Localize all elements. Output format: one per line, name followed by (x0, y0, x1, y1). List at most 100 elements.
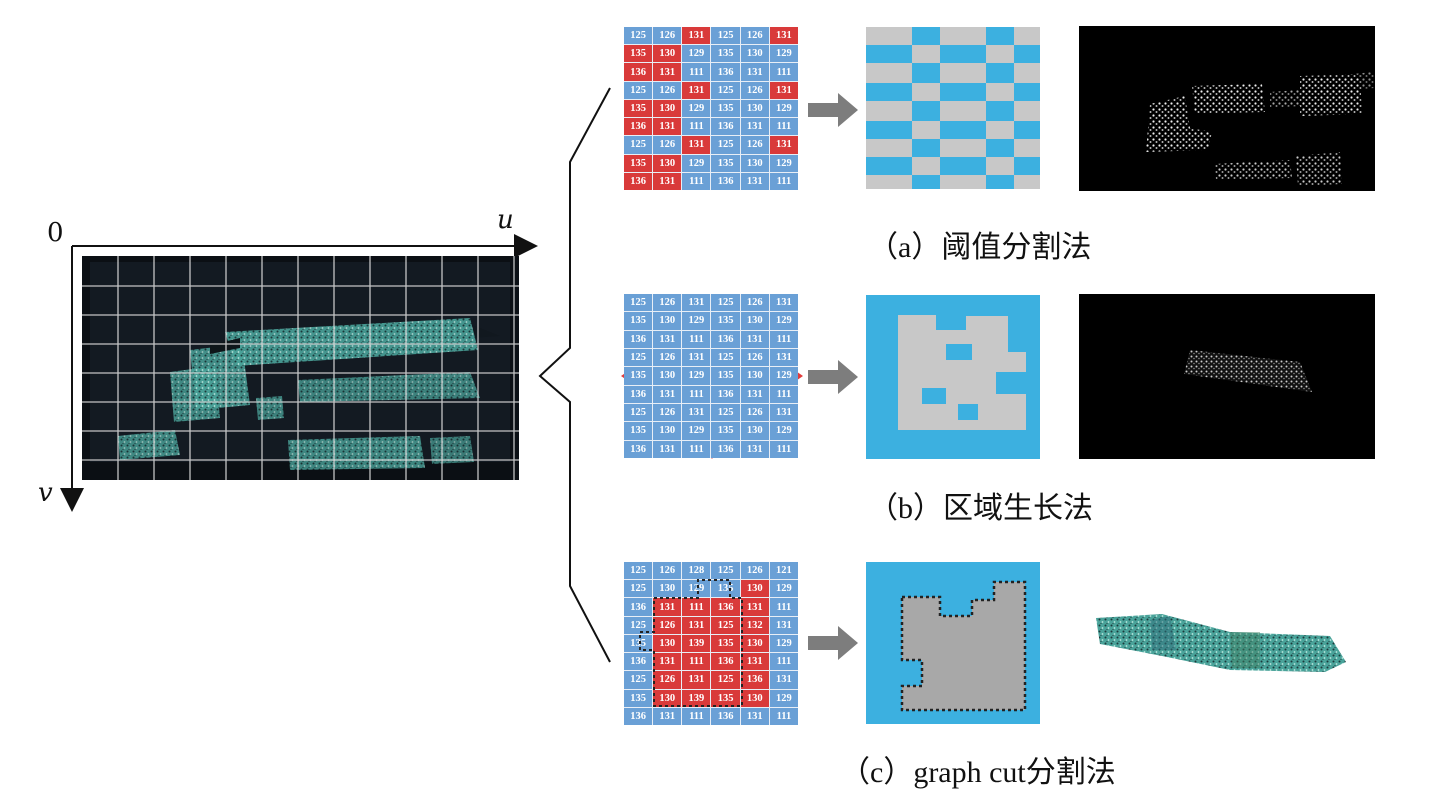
grid-cell: 128 (682, 562, 711, 580)
arrow-a (808, 93, 858, 127)
grid-cell: 130 (653, 45, 682, 63)
grid-cell: 125 (711, 562, 740, 580)
grid-cell: 129 (682, 312, 711, 330)
u-axis-label: u (497, 205, 514, 235)
grid-cell: 135 (711, 312, 740, 330)
grid-cell: 131 (682, 671, 711, 689)
grid-cell: 129 (682, 45, 711, 63)
brace (538, 87, 611, 663)
grid-cell: 129 (682, 154, 711, 172)
grid-cell: 111 (769, 330, 798, 348)
grid-cell: 125 (624, 616, 653, 634)
grid-cell: 126 (653, 136, 682, 154)
process-arrows (808, 93, 858, 660)
grid-cell: 131 (682, 81, 711, 99)
arrow-c (808, 626, 858, 660)
grid-cell: 130 (740, 312, 769, 330)
grid-cell: 126 (653, 562, 682, 580)
grid-cell: 132 (740, 616, 769, 634)
grid-cell: 136 (624, 707, 653, 725)
grid-cell: 130 (740, 45, 769, 63)
grid-cell: 131 (653, 385, 682, 403)
grid-cell: 125 (711, 404, 740, 422)
grid-cell: 130 (653, 154, 682, 172)
source-image (82, 256, 519, 480)
grid-cell: 135 (711, 99, 740, 118)
grid-cell: 135 (624, 45, 653, 63)
grid-cell: 131 (653, 653, 682, 671)
grid-cell: 131 (682, 404, 711, 422)
grid-cell: 135 (624, 422, 653, 440)
grid-cell: 130 (653, 689, 682, 707)
grid-cell: 111 (682, 63, 711, 81)
grid-cell: 130 (653, 367, 682, 385)
grid-cell: 131 (740, 63, 769, 81)
grid-cell: 139 (682, 634, 711, 653)
grid-cell: 126 (653, 616, 682, 634)
caption-c: （c）graph cut分割法 (840, 756, 1116, 789)
grid-cell: 126 (740, 136, 769, 154)
grid-cell: 135 (624, 99, 653, 118)
grid-cell: 136 (624, 330, 653, 348)
grid-cell: 136 (624, 172, 653, 190)
grid-cell: 131 (653, 598, 682, 616)
grid-cell: 131 (769, 27, 798, 45)
grid-cell: 126 (740, 562, 769, 580)
grid-cell: 129 (769, 367, 798, 385)
grid-cell: 121 (769, 562, 798, 580)
grid-cell: 135 (624, 689, 653, 707)
grid-cell: 135 (624, 634, 653, 653)
grid-cell: 135 (711, 634, 740, 653)
grid-cell: 111 (769, 653, 798, 671)
grid-cell: 129 (682, 367, 711, 385)
grid-cell: 111 (682, 385, 711, 403)
grid-cell: 125 (624, 404, 653, 422)
result-c (1096, 614, 1346, 672)
grid-cell: 126 (653, 349, 682, 367)
grid-cell: 111 (682, 598, 711, 616)
grid-cell: 130 (740, 634, 769, 653)
grid-cell: 135 (711, 45, 740, 63)
mask-a (866, 27, 1040, 189)
grid-cell: 125 (711, 616, 740, 634)
grid-cell: 131 (740, 385, 769, 403)
grid-cell: 126 (653, 404, 682, 422)
grid-cell: 130 (653, 634, 682, 653)
grid-cell: 130 (653, 580, 682, 598)
grid-cell: 126 (653, 294, 682, 312)
grid-cell: 125 (624, 562, 653, 580)
grid-cell: 131 (682, 349, 711, 367)
grid-cell: 136 (740, 671, 769, 689)
grid-cell: 131 (682, 294, 711, 312)
grid-cell: 131 (682, 616, 711, 634)
result-b (1079, 294, 1375, 459)
grid-cell: 129 (769, 45, 798, 63)
grid-cell: 135 (711, 154, 740, 172)
grid-cell: 135 (711, 367, 740, 385)
grid-cell: 131 (740, 172, 769, 190)
grid-cell: 126 (653, 27, 682, 45)
grid-cell: 111 (769, 598, 798, 616)
grid-cell: 130 (740, 154, 769, 172)
grid-cell: 126 (740, 294, 769, 312)
grid-cell: 125 (624, 27, 653, 45)
grid-cell: 131 (740, 440, 769, 458)
grid-cell: 125 (624, 349, 653, 367)
grid-cell: 139 (682, 689, 711, 707)
grid-cell: 136 (624, 598, 653, 616)
grid-cell: 129 (769, 422, 798, 440)
grid-cell: 111 (769, 707, 798, 725)
grid-cell: 129 (682, 580, 711, 598)
grid-cell: 136 (711, 172, 740, 190)
grid-cell: 125 (624, 671, 653, 689)
grid-cell: 125 (711, 27, 740, 45)
grid-cell: 125 (711, 349, 740, 367)
grid-cell: 126 (653, 671, 682, 689)
grid-cell: 135 (711, 422, 740, 440)
grid-cell: 136 (711, 118, 740, 136)
grid-cell: 131 (769, 136, 798, 154)
grid-cell: 125 (624, 81, 653, 99)
